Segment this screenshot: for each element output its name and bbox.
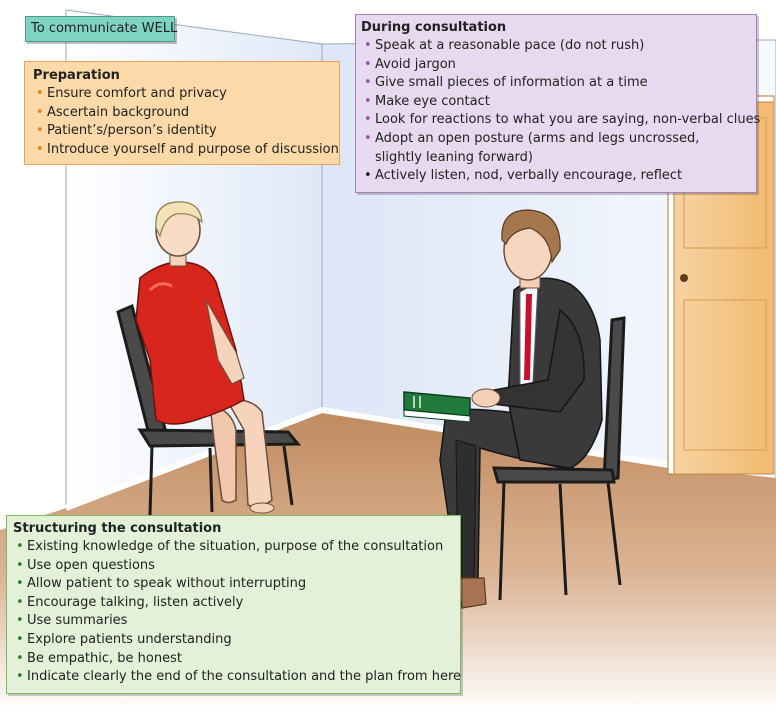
bullet-dot-icon: • [364,112,372,128]
man-figure [403,209,603,609]
list-item: •Allow patient to speak without interrup… [13,575,454,594]
bullet-dot-icon: • [36,86,44,101]
list-item: •Use open questions [13,557,454,576]
list-item: •Actively listen, nod, verbally encourag… [361,167,751,186]
bullet-dot-icon: • [16,539,24,554]
list-item: •Be empathic, be honest [13,650,454,669]
during-consultation-box: During consultation •Speak at a reasonab… [355,14,760,193]
list-item: •Adopt an open posture (arms and legs un… [364,130,700,165]
list-item: •Use summaries [13,612,454,631]
list-item: •Explore patients understanding [13,631,454,650]
structuring-consultation-list: •Existing knowledge of the situation, pu… [13,538,461,687]
list-item: •Encourage talking, listen actively [13,594,454,613]
preparation-box: Preparation •Ensure comfort and privacy … [24,61,340,165]
list-item: •Avoid jargon [361,56,751,75]
bullet-dot-icon: • [364,130,372,146]
bullet-dot-icon: • [36,104,44,120]
list-item: •Make eye contact [361,93,751,112]
list-item: •Give small pieces of information at a t… [361,74,751,93]
list-item: •Speak at a reasonable pace (do not rush… [361,37,751,56]
title-tag: To communicate WELL [25,16,177,42]
list-item: •Ensure comfort and privacy [33,85,331,104]
door-handle-icon [680,274,688,282]
book-icon [403,391,471,423]
preparation-title: Preparation [33,68,120,83]
during-consultation-title: During consultation [361,20,507,35]
woman-figure [135,201,275,514]
bullet-dot-icon: • [36,141,44,157]
list-item: •Introduce yourself and purpose of discu… [33,141,339,160]
bullet-dot-icon: • [364,168,372,184]
list-item: •Ascertain background [33,104,331,123]
bullet-dot-icon: • [16,669,24,685]
bullet-dot-icon: • [16,650,24,666]
list-item: •Existing knowledge of the situation, pu… [13,538,454,557]
list-item: •Look for reactions to what you are sayi… [361,111,760,130]
list-item: •Indicate clearly the end of the consult… [13,668,461,687]
preparation-list: •Ensure comfort and privacy •Ascertain b… [33,85,339,160]
bullet-dot-icon: • [364,93,372,109]
bullet-dot-icon: • [16,557,24,573]
man-chair [492,316,626,601]
bullet-dot-icon: • [36,123,44,139]
bullet-dot-icon: • [364,38,372,53]
structuring-consultation-title: Structuring the consultation [13,521,222,536]
bullet-dot-icon: • [364,56,372,72]
bullet-dot-icon: • [16,594,24,610]
during-consultation-list: •Speak at a reasonable pace (do not rush… [361,37,760,186]
bullet-dot-icon: • [16,613,24,629]
bullet-dot-icon: • [16,631,24,647]
bullet-dot-icon: • [364,75,372,91]
bullet-dot-icon: • [16,576,24,592]
structuring-consultation-box: Structuring the consultation •Existing k… [6,515,461,694]
list-item: •Patient’s/person’s identity [33,122,331,141]
